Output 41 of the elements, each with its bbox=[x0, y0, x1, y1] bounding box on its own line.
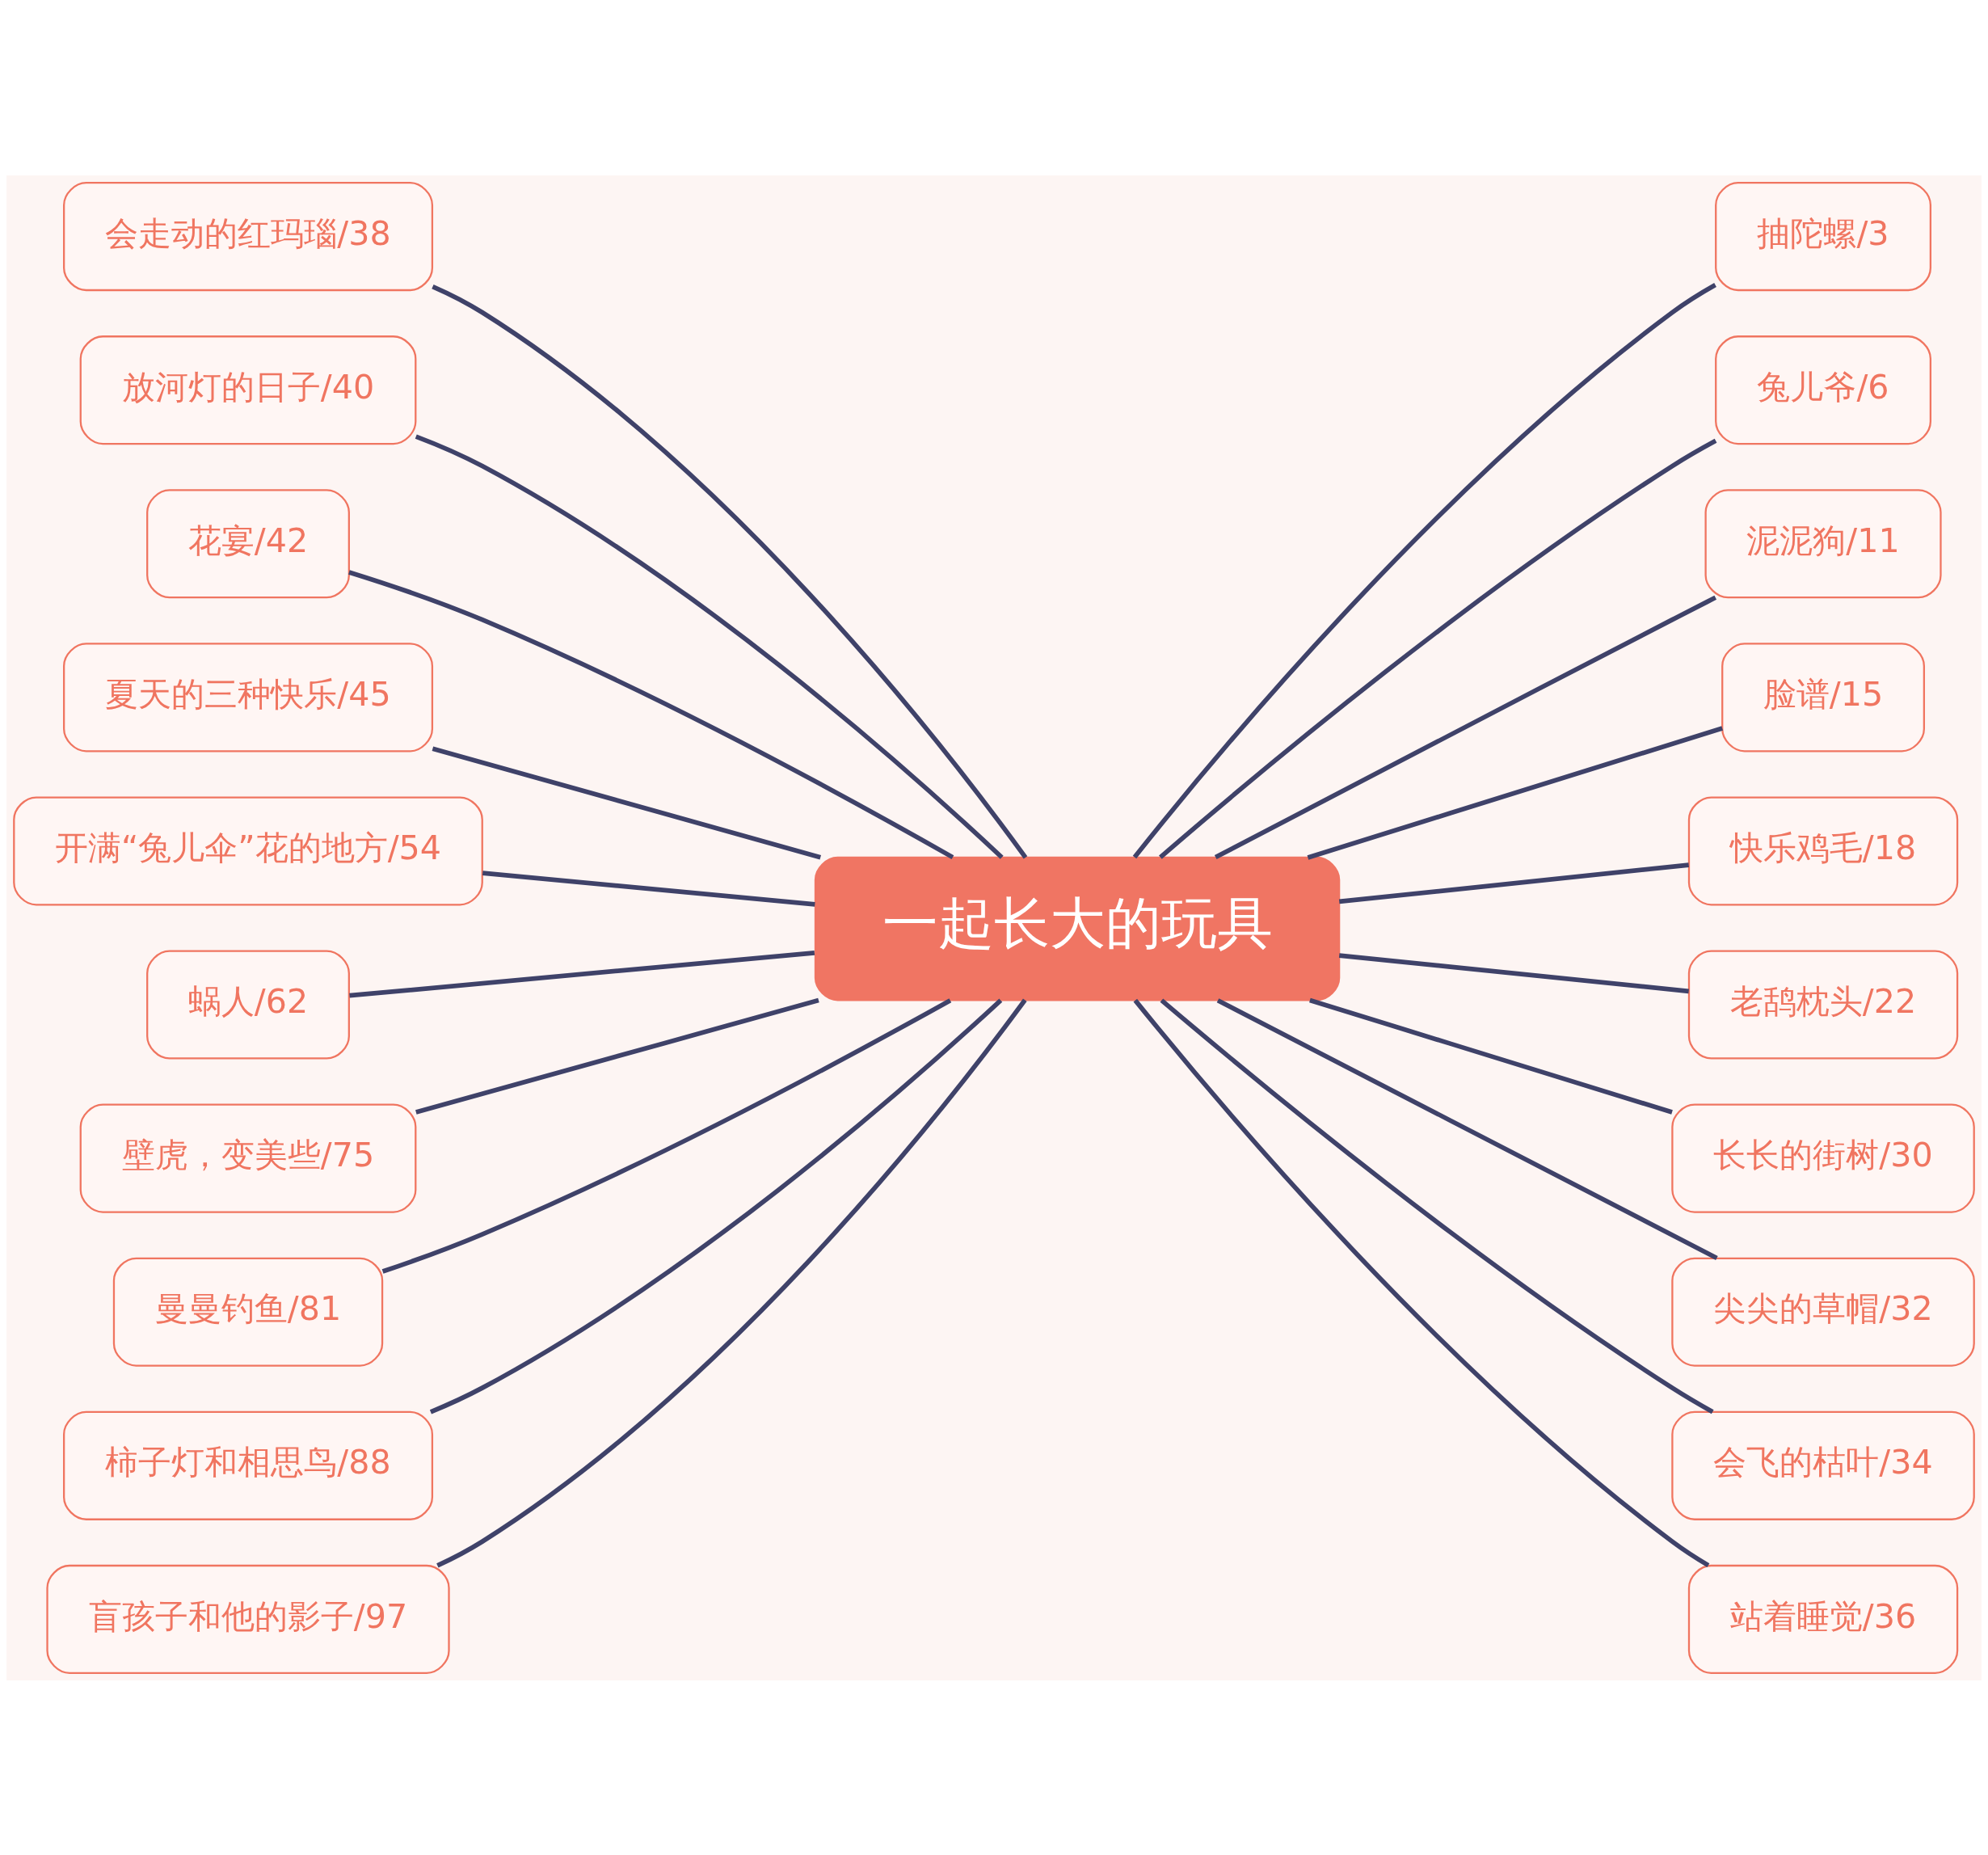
connector bbox=[1133, 998, 1710, 1567]
node-box: 蜗人/62 bbox=[146, 950, 350, 1060]
connector bbox=[1159, 438, 1717, 859]
connector bbox=[1214, 595, 1717, 859]
connector bbox=[348, 569, 954, 859]
node-box: 会走动的红玛瑙/38 bbox=[63, 181, 434, 291]
node-box: 花宴/42 bbox=[146, 488, 350, 598]
connector bbox=[436, 998, 1027, 1567]
node-box: 站着睡觉/36 bbox=[1687, 1564, 1959, 1674]
connector bbox=[432, 745, 821, 859]
node-box: 开满“兔儿伞”花的地方/54 bbox=[13, 795, 483, 905]
node-box: 壁虎，变美些/75 bbox=[79, 1103, 417, 1213]
connector bbox=[432, 284, 1028, 859]
node-box: 老鸹枕头/22 bbox=[1687, 950, 1959, 1060]
connector bbox=[1216, 997, 1718, 1260]
node-box: 脸谱/15 bbox=[1721, 642, 1925, 752]
node-box: 曼曼钓鱼/81 bbox=[112, 1257, 384, 1367]
connector bbox=[1160, 997, 1714, 1414]
connector bbox=[1309, 997, 1673, 1115]
connector bbox=[429, 997, 1003, 1414]
node-box: 放河灯的日子/40 bbox=[79, 335, 417, 445]
connector bbox=[349, 950, 815, 998]
connector bbox=[415, 433, 1004, 859]
node-box: 兔儿爷/6 bbox=[1715, 335, 1932, 445]
connector bbox=[381, 997, 952, 1274]
node-box: 夏天的三种快乐/45 bbox=[63, 642, 434, 752]
node-box: 柿子灯和相思鸟/88 bbox=[63, 1410, 434, 1520]
node-box: 抽陀螺/3 bbox=[1715, 181, 1932, 291]
connector bbox=[1338, 952, 1689, 993]
node-box: 盲孩子和他的影子/97 bbox=[46, 1564, 450, 1674]
connector bbox=[1338, 862, 1689, 904]
node-box: 长长的街树/30 bbox=[1671, 1103, 1975, 1213]
node-box: 快乐鸡毛/18 bbox=[1687, 795, 1959, 905]
connector bbox=[1307, 725, 1723, 860]
connector bbox=[482, 870, 815, 907]
node-box: 一起长大的玩具 bbox=[814, 856, 1341, 1001]
connector bbox=[1132, 282, 1716, 858]
node-box: 会飞的枯叶/34 bbox=[1671, 1410, 1975, 1520]
connector bbox=[415, 997, 819, 1115]
node-box: 泥泥狗/11 bbox=[1704, 488, 1942, 598]
node-box: 尖尖的草帽/32 bbox=[1671, 1257, 1975, 1367]
